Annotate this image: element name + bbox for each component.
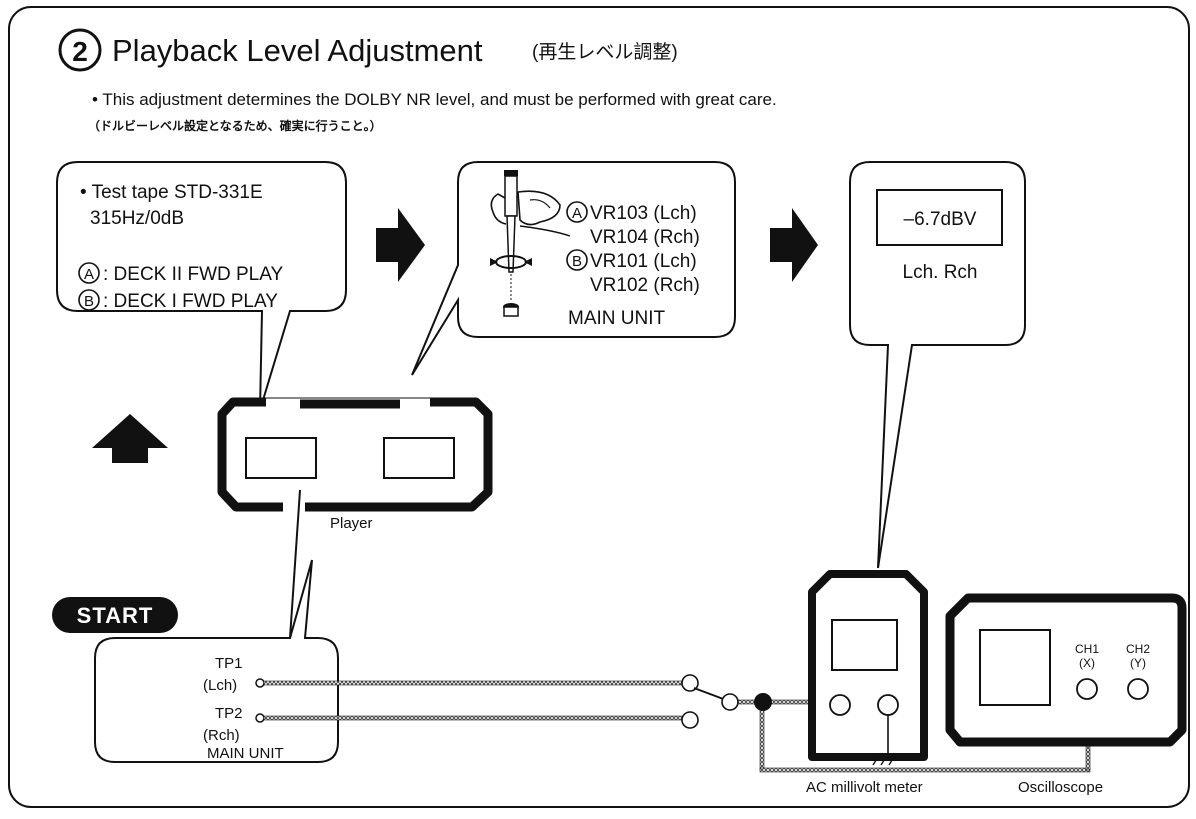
switch-icon xyxy=(681,674,739,729)
vr-callout: A VR103 (Lch) VR104 (Rch) B VR101 (Lch) … xyxy=(411,161,736,376)
meter-label: AC millivolt meter xyxy=(806,779,923,796)
rotate-icon xyxy=(490,255,532,269)
deck-b-marker: B xyxy=(84,293,94,310)
vr-b-line1: VR101 (Lch) xyxy=(590,251,697,272)
meter-channels: Lch. Rch xyxy=(903,262,978,283)
meter-callout: –6.7dBV Lch. Rch xyxy=(849,161,1026,569)
tp1-label: TP1 xyxy=(215,655,243,672)
vr-a-line2: VR104 (Rch) xyxy=(590,227,700,248)
scope-label: Oscilloscope xyxy=(1018,779,1103,796)
right-arrow-icon xyxy=(770,208,818,282)
scope-ch2-jack xyxy=(1127,678,1149,700)
scope-ch2-axis: (Y) xyxy=(1130,656,1146,670)
up-arrow-icon xyxy=(92,414,168,463)
player-device xyxy=(217,397,493,513)
meter-display xyxy=(876,189,1003,246)
deck-a-marker: A xyxy=(84,266,94,283)
tp1-channel: (Lch) xyxy=(203,677,237,694)
ground-icon xyxy=(872,715,900,766)
screwdriver-hand-icon xyxy=(490,170,571,273)
section-number-badge: 2 xyxy=(58,28,102,72)
meter-input-jack xyxy=(829,694,851,716)
page-title: Playback Level Adjustment xyxy=(112,33,483,68)
scope-ch1: CH1 xyxy=(1075,642,1099,656)
section-number: 2 xyxy=(72,36,88,67)
tp2-label: TP2 xyxy=(215,705,243,722)
start-badge-text: START xyxy=(77,603,154,628)
caution-note-jp: （ドルビーレベル設定となるため、確実に行うこと。） xyxy=(88,118,382,133)
main-unit-label: MAIN UNIT xyxy=(207,745,284,762)
tp2-terminal xyxy=(255,713,265,723)
tp2-channel: (Rch) xyxy=(203,727,240,744)
caution-note: • This adjustment determines the DOLBY N… xyxy=(92,90,777,109)
tape-line2: 315Hz/0dB xyxy=(90,208,184,229)
right-arrow-icon xyxy=(376,208,425,282)
meter-ground-jack xyxy=(877,694,899,716)
meter-screen xyxy=(831,619,898,671)
page-title-jp: (再生レベル調整) xyxy=(532,41,678,63)
start-badge: START xyxy=(52,597,178,633)
vr-b-marker: B xyxy=(572,253,582,270)
oscilloscope: CH1 (X) CH2 (Y) xyxy=(945,593,1187,747)
scope-ch1-jack xyxy=(1076,678,1098,700)
ac-millivolt-meter xyxy=(808,570,928,761)
vr-a-marker: A xyxy=(572,205,582,222)
vr-a-line1: VR103 (Lch) xyxy=(590,203,697,224)
tape-callout: • Test tape STD-331E 315Hz/0dB A : DECK … xyxy=(56,161,347,411)
tape-line1: • Test tape STD-331E xyxy=(80,182,263,203)
scope-ch2: CH2 xyxy=(1126,642,1150,656)
junction-dot xyxy=(754,693,772,711)
deck-a-text: : DECK II FWD PLAY xyxy=(103,264,284,285)
vr-unit-label: MAIN UNIT xyxy=(568,308,666,329)
deck-window-right xyxy=(383,437,455,479)
tp1-terminal xyxy=(255,678,265,688)
player-label: Player xyxy=(330,515,373,532)
vr-b-line2: VR102 (Rch) xyxy=(590,275,700,296)
scope-screen xyxy=(979,629,1051,706)
deck-window-left xyxy=(245,437,317,479)
start-callout xyxy=(94,489,339,763)
deck-b-text: : DECK I FWD PLAY xyxy=(103,291,278,312)
meter-reading: –6.7dBV xyxy=(904,209,977,230)
scope-ch1-axis: (X) xyxy=(1079,656,1095,670)
trimmer-pot-icon xyxy=(503,274,519,317)
outer-frame xyxy=(8,6,1190,808)
